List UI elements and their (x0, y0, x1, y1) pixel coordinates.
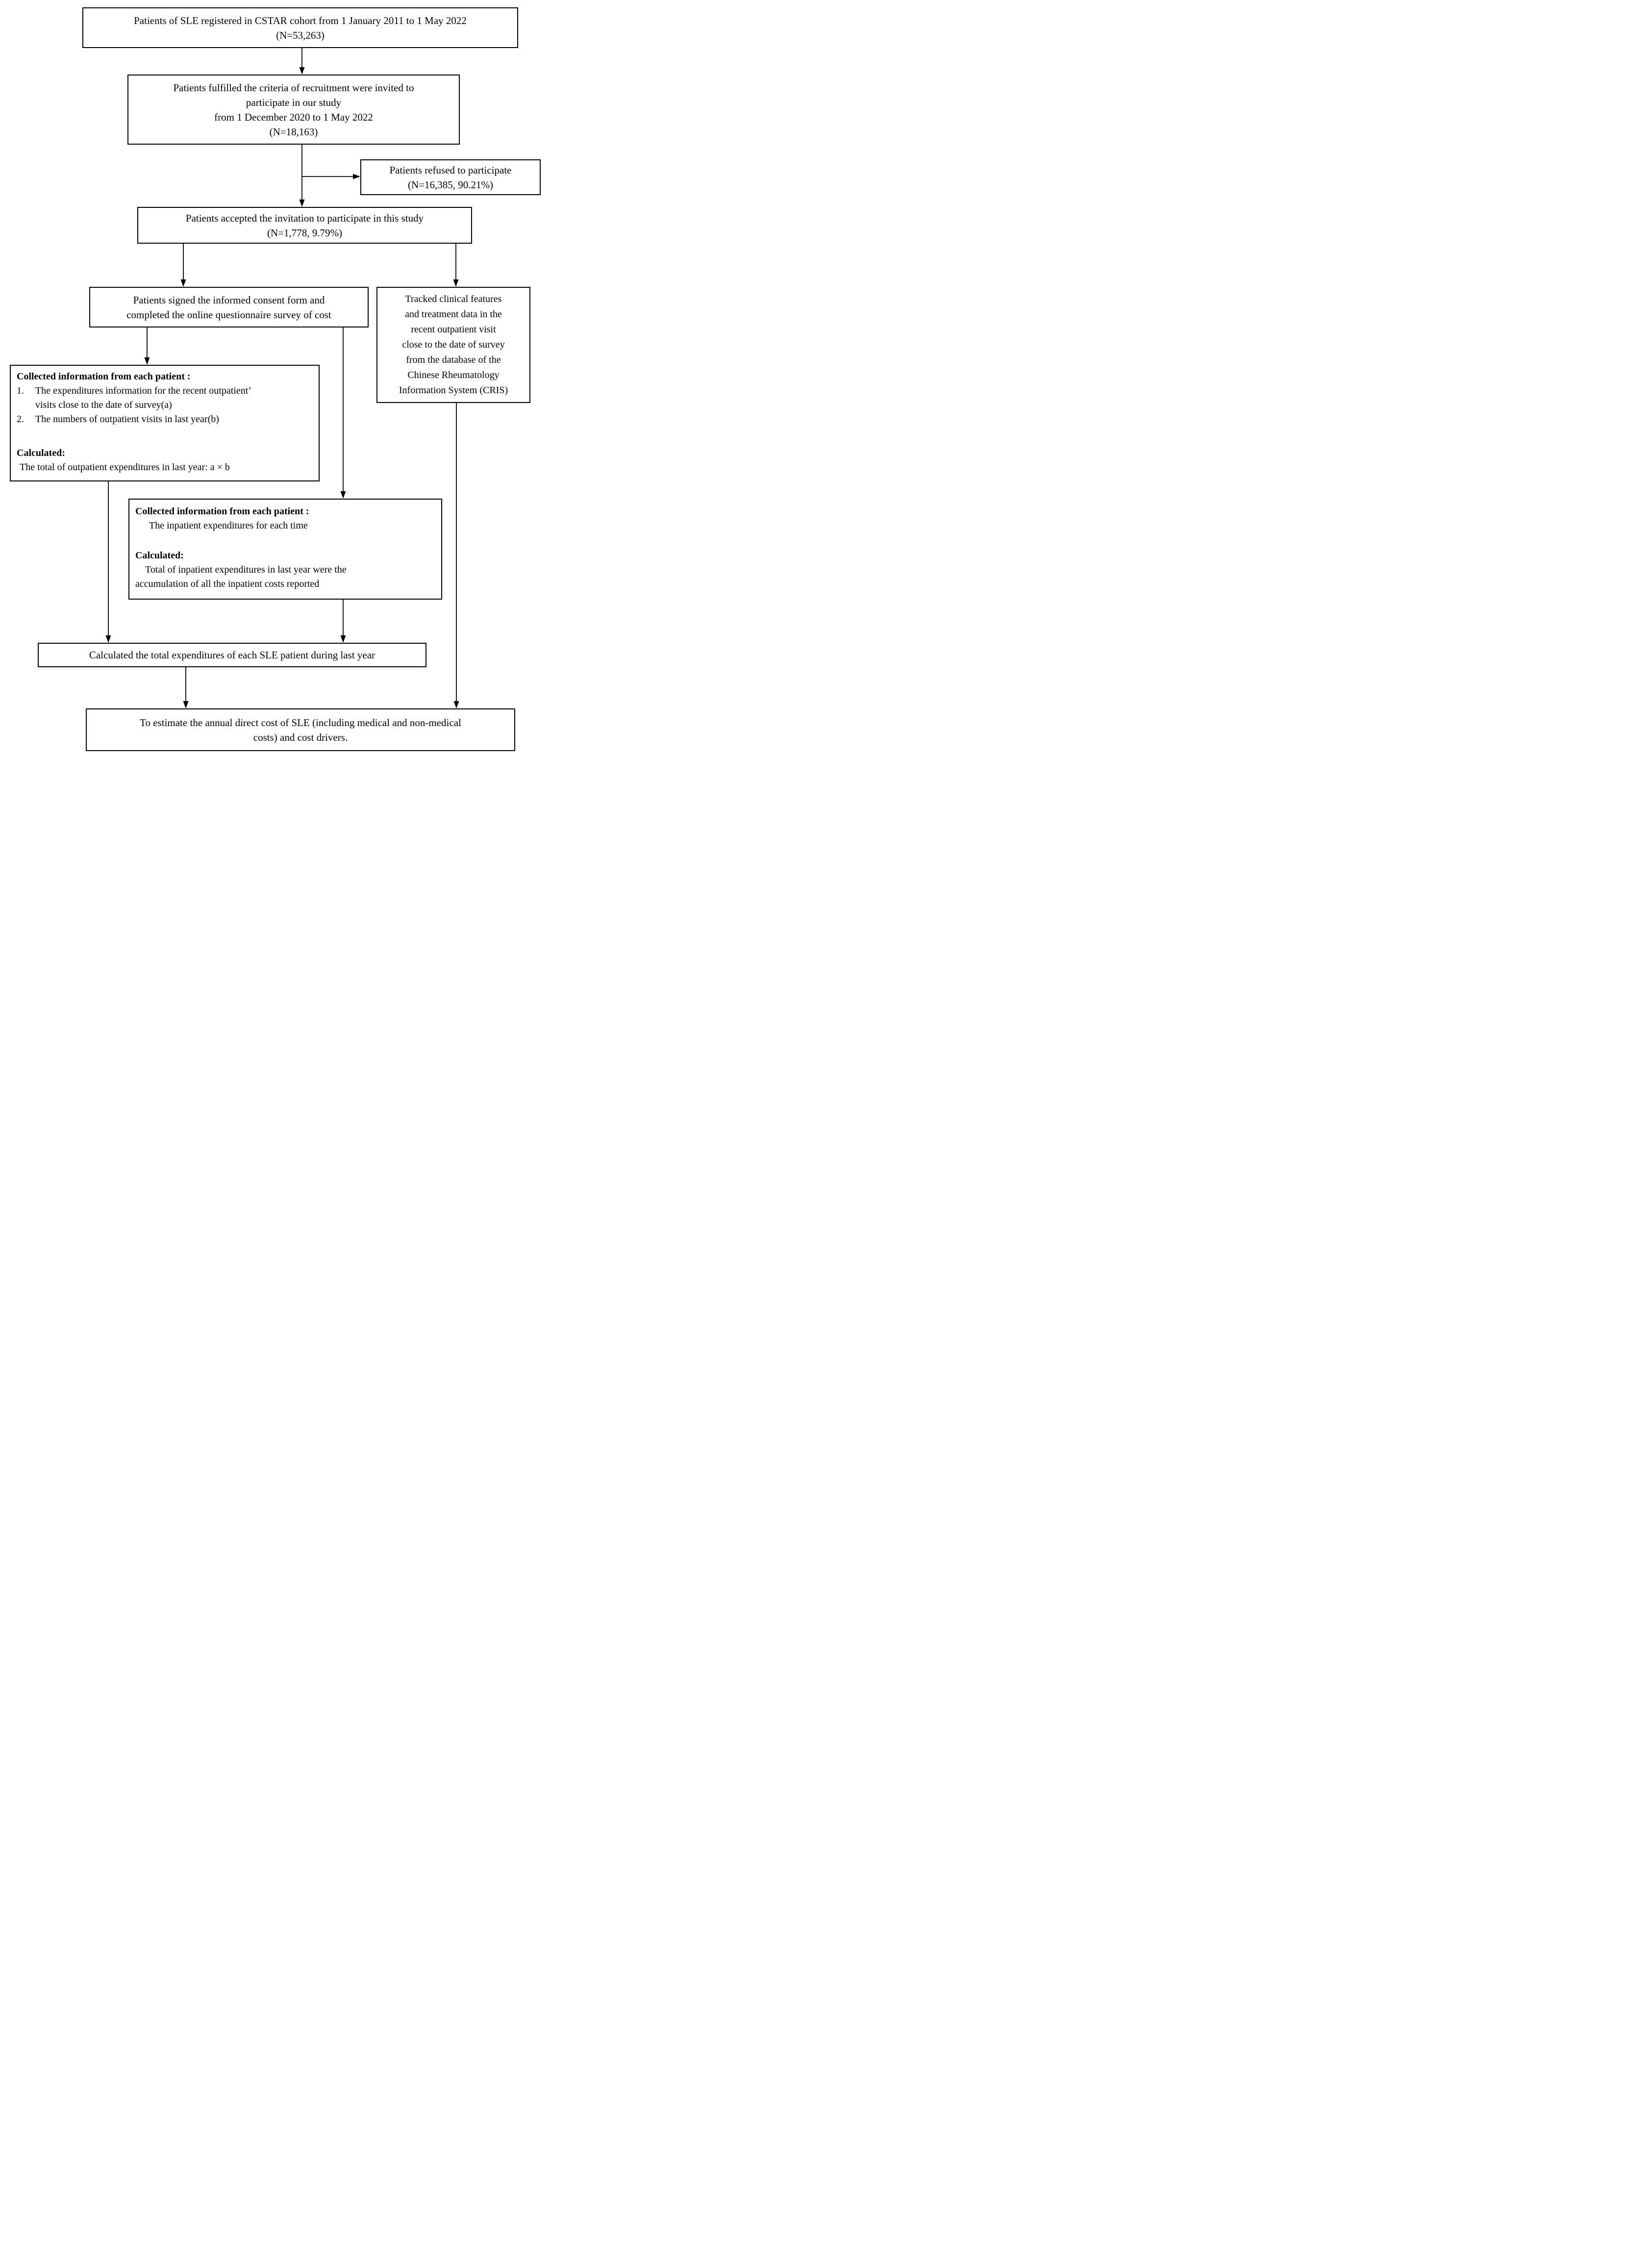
outpatient-calculated-heading: Calculated: (17, 448, 65, 458)
box-invited-n: (N=18,163) (269, 126, 318, 138)
arrowhead-outpatient-to-total (105, 635, 111, 643)
box-cris-line2: and treatment data in the (405, 309, 502, 320)
arrowhead-accepted-to-cris (453, 279, 459, 287)
box-cris-line1: Tracked clinical features (405, 294, 502, 304)
outpatient-item-2-text: The numbers of outpatient visits in last… (35, 414, 219, 425)
arrowhead-inpatient-to-total (340, 635, 346, 643)
box-estimate-line2: costs) and cost drivers. (253, 731, 348, 743)
box-inpatient-collected: Collected information from each patient … (128, 499, 442, 600)
outpatient-item-1: 1. The expenditures information for the … (17, 384, 313, 412)
arrowhead-cohort-to-invited (299, 67, 305, 75)
arrowhead-branch-to-refused (353, 174, 360, 179)
box-estimate-line1: To estimate the annual direct cost of SL… (140, 716, 461, 729)
box-consent-line1: Patients signed the informed consent for… (133, 294, 325, 306)
box-accepted-n: (N=1,778, 9.79%) (267, 227, 342, 239)
box-cohort-line1: Patients of SLE registered in CSTAR coho… (134, 14, 467, 26)
box-cohort-n: (N=53,263) (276, 29, 325, 41)
box-invited-line2: participate in our study (246, 96, 342, 108)
box-accepted: Patients accepted the invitation to part… (137, 207, 472, 244)
box-consent-line2: completed the online questionnaire surve… (126, 308, 331, 321)
outpatient-calculated-text: The total of outpatient expenditures in … (20, 462, 230, 473)
arrowhead-total-to-estimate (183, 701, 189, 708)
inpatient-calculated-heading: Calculated: (135, 550, 184, 561)
box-cris-line7: Information System (CRIS) (399, 385, 508, 396)
box-outpatient-collected: Collected information from each patient … (10, 365, 320, 481)
box-total-line1: Calculated the total expenditures of eac… (89, 649, 375, 661)
arrowhead-accepted-to-consent (180, 279, 186, 287)
box-accepted-line1: Patients accepted the invitation to part… (185, 212, 424, 224)
arrowhead-cris-to-estimate (453, 701, 459, 708)
inpatient-item-text: The inpatient expenditures for each time (149, 520, 308, 531)
box-cris-tracked: Tracked clinical features and treatment … (376, 287, 530, 403)
outpatient-item-2: 2. The numbers of outpatient visits in l… (17, 412, 313, 427)
box-refused-line1: Patients refused to participate (389, 164, 512, 176)
box-refused-n: (N=16,385, 90.21%) (408, 178, 493, 191)
box-invited-line1: Patients fulfilled the criteria of recru… (173, 81, 414, 94)
arrowhead-consent-to-outpatient (144, 357, 150, 365)
box-total-expenditures: Calculated the total expenditures of eac… (38, 643, 426, 667)
study-flowchart: Patients of SLE registered in CSTAR coho… (0, 0, 542, 756)
arrowhead-invited-to-accepted (299, 200, 305, 207)
outpatient-heading: Collected information from each patient … (17, 371, 191, 382)
box-cris-line5: from the database of the (406, 354, 501, 365)
box-consent: Patients signed the informed consent for… (89, 287, 369, 328)
box-estimate-annual-cost: To estimate the annual direct cost of SL… (86, 708, 515, 751)
inpatient-heading: Collected information from each patient … (135, 506, 309, 517)
box-cris-line4: close to the date of survey (402, 339, 505, 350)
arrowhead-consent-to-inpatient (340, 491, 346, 499)
box-refused: Patients refused to participate (N=16,38… (360, 159, 541, 195)
box-cris-line6: Chinese Rheumatology (407, 370, 500, 380)
box-cohort-registered: Patients of SLE registered in CSTAR coho… (82, 7, 518, 48)
inpatient-calculated-text: Total of inpatient expenditures in last … (135, 564, 347, 589)
outpatient-item-1-number: 1. (17, 385, 24, 396)
box-invited-line3: from 1 December 2020 to 1 May 2022 (214, 111, 373, 123)
box-cris-line3: recent outpatient visit (411, 324, 496, 335)
outpatient-item-2-number: 2. (17, 414, 24, 425)
outpatient-item-1-text: The expenditures information for the rec… (35, 385, 251, 410)
box-invited: Patients fulfilled the criteria of recru… (127, 75, 460, 145)
